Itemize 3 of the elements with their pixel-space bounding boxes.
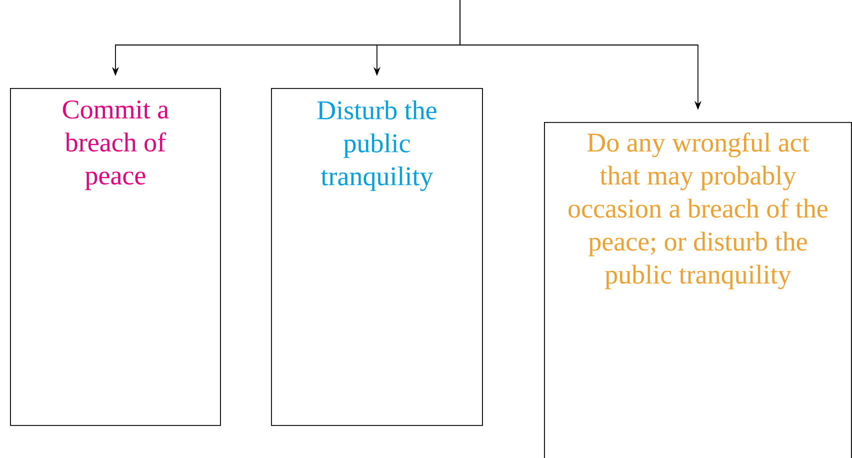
text-box: Commit a breach of peace [10,88,221,426]
text-box: Disturb the public tranquility [271,88,483,426]
text-box: Do any wrongful act that may probably occasion a breach of the peace; or disturb the public tranquility [544,122,852,458]
